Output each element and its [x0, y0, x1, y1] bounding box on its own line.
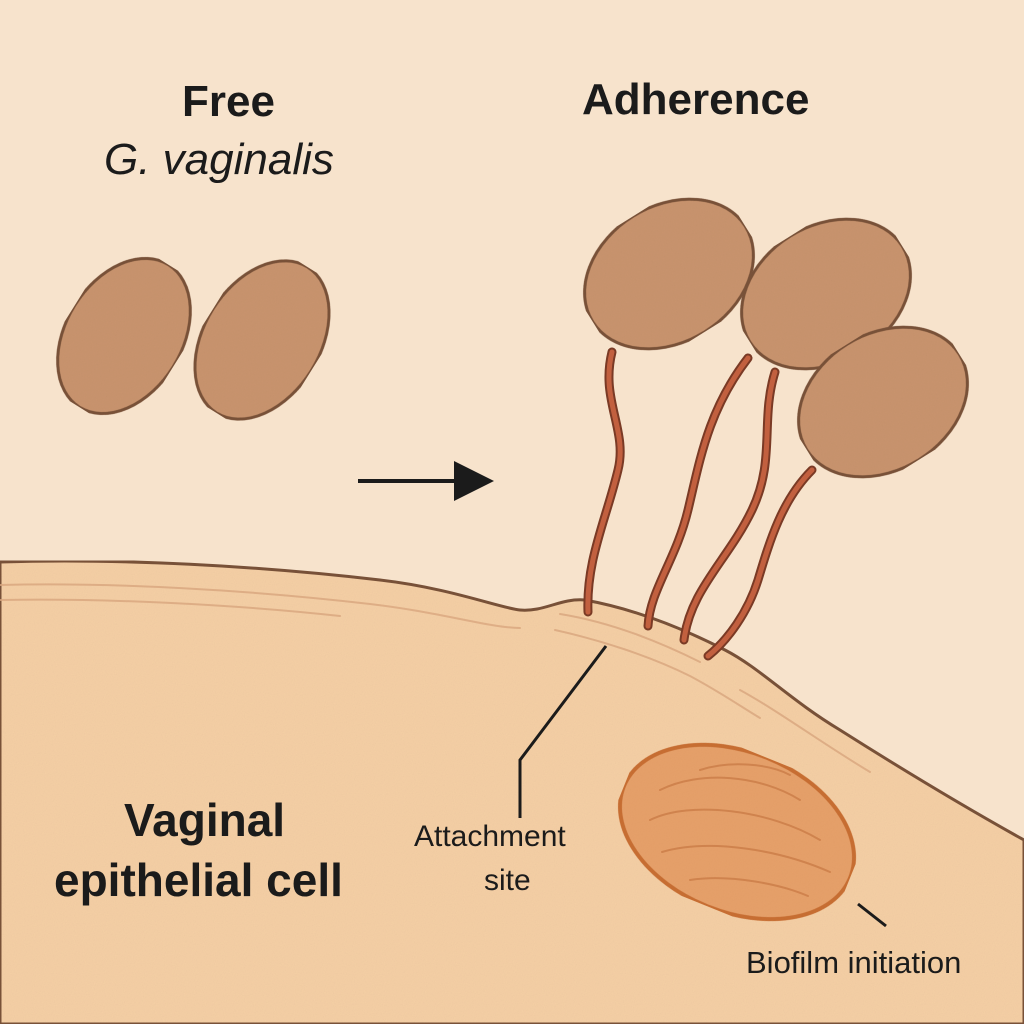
membrane-lines: [0, 583, 871, 773]
free-bacteria: [56, 256, 331, 421]
adhered-bacterium: [797, 325, 969, 479]
attachment-leader-line: [518, 645, 608, 818]
cell-label-line1: Vaginal: [124, 794, 286, 846]
biofilm-label: Biofilm initiation: [746, 945, 962, 980]
adherence-title: Adherence: [582, 75, 810, 124]
free-species-name: G. vaginalis: [104, 135, 334, 184]
free-bacterium: [56, 256, 192, 416]
pilus: [681, 369, 778, 643]
pili: [583, 347, 817, 661]
pilus: [645, 355, 751, 629]
biofilm-leader-line: [857, 902, 887, 928]
adhered-bacteria: [583, 197, 969, 479]
cell-label-line2: epithelial cell: [54, 854, 343, 906]
biofilm-mass: [617, 742, 857, 922]
free-title: Free: [182, 77, 275, 126]
adhered-bacterium: [583, 197, 755, 351]
pilus: [705, 467, 815, 659]
free-bacterium: [193, 259, 331, 421]
attachment-label-line1: Attachment: [414, 820, 566, 853]
attachment-label-line2: site: [484, 864, 531, 897]
pilus: [585, 349, 623, 615]
biofilm: [617, 742, 857, 922]
